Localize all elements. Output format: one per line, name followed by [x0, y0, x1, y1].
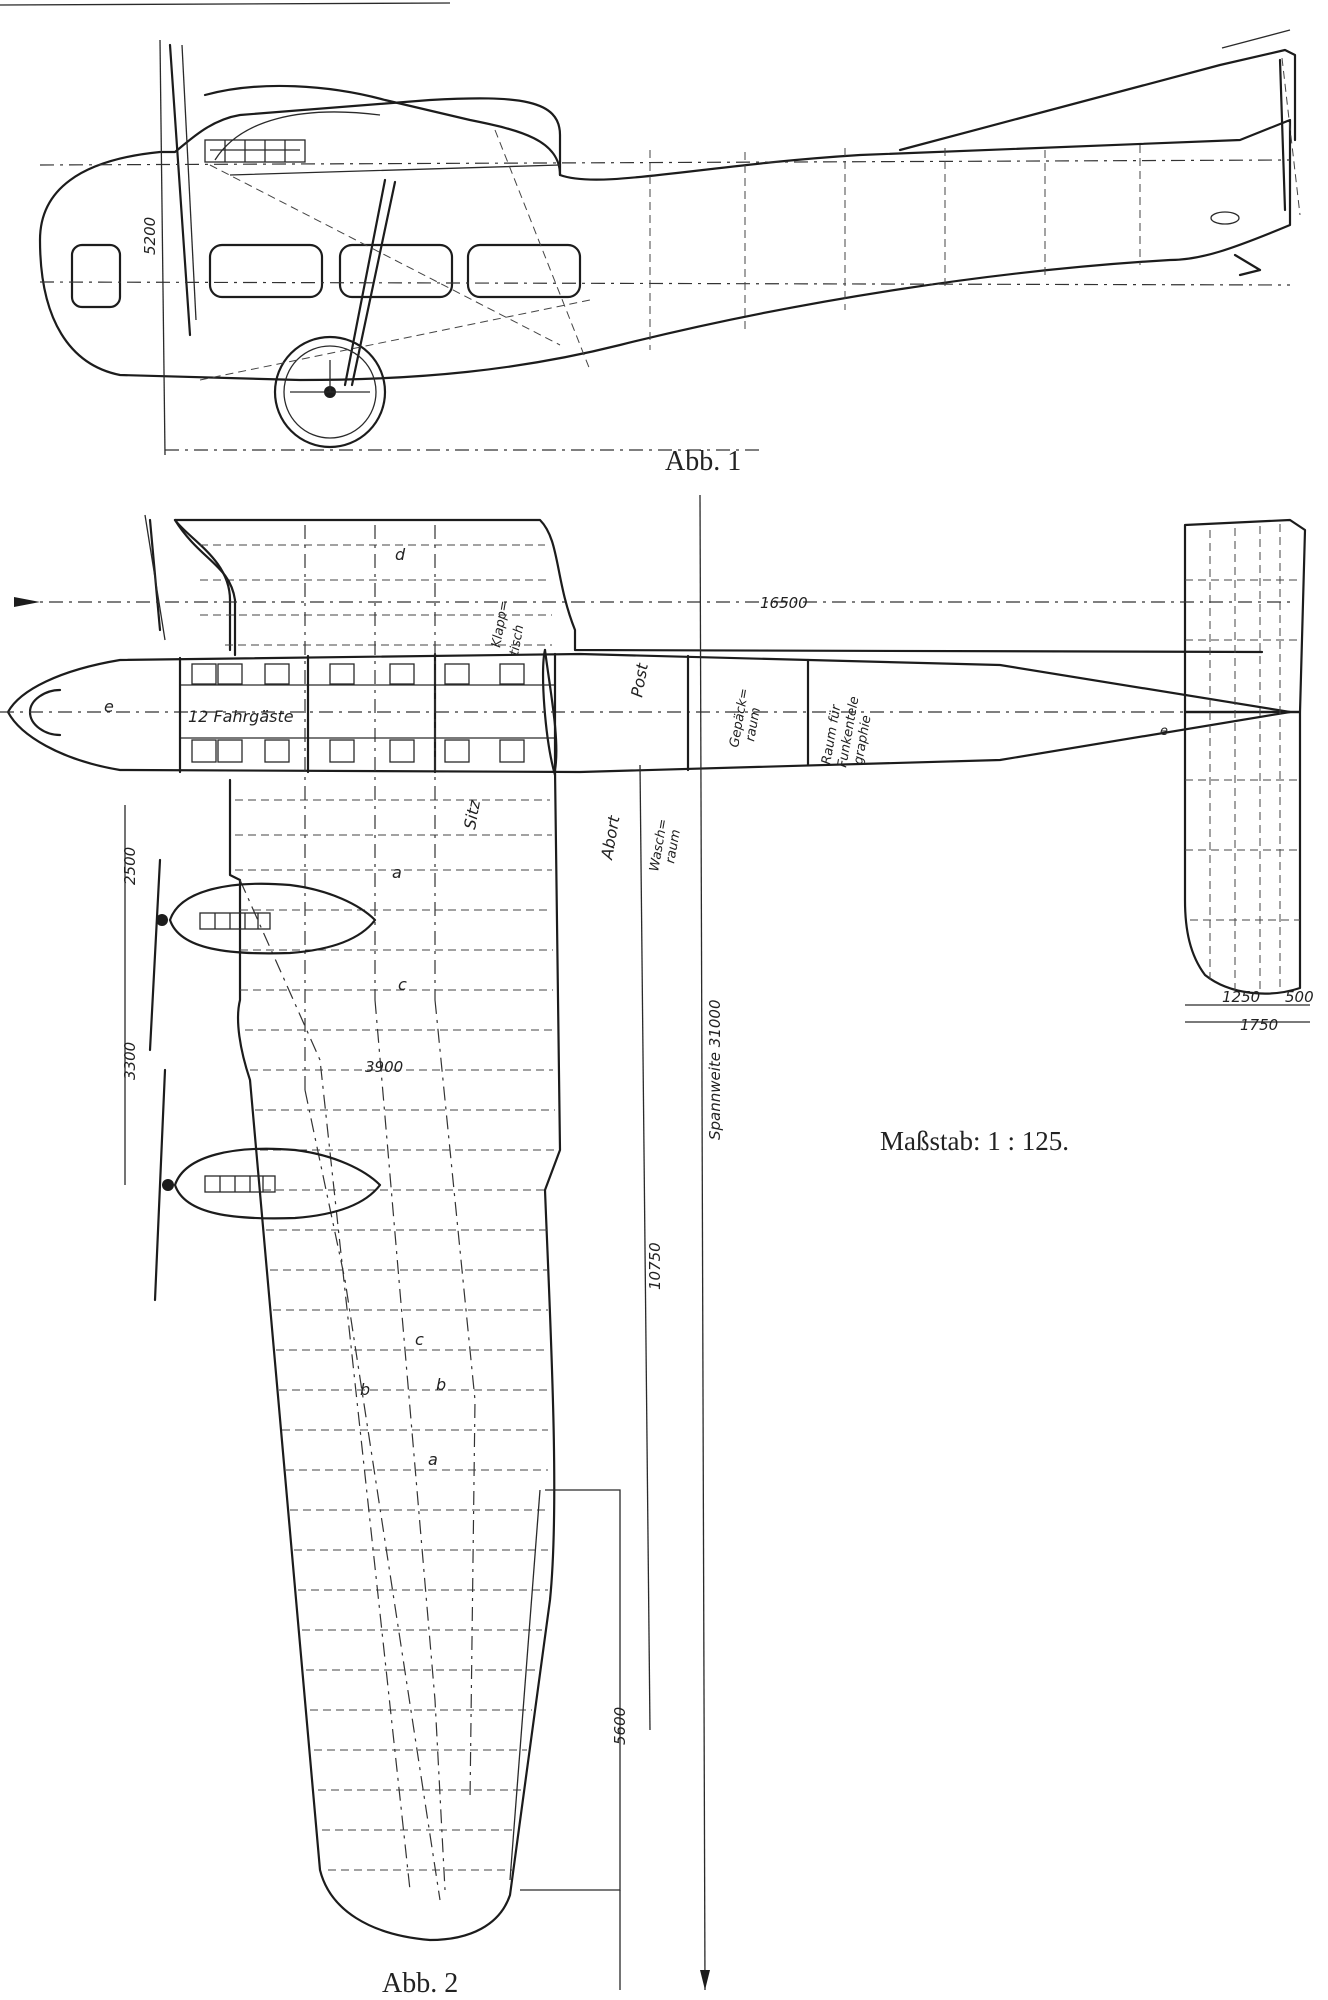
figure-2-caption: Abb. 2: [382, 1968, 458, 1999]
passengers-label: 12 Fahrgäste: [188, 707, 294, 726]
gear-strut-2: [350, 180, 397, 387]
side-frame-lines: [649, 145, 1141, 350]
engine-cylinders: [210, 140, 300, 162]
forward-strut: [144, 514, 166, 641]
figure-1-caption: Abb. 1: [665, 446, 741, 477]
wing-ribs: [200, 544, 555, 1871]
propeller-1: [148, 858, 162, 1052]
spar-c-label-2: c: [415, 1330, 424, 1349]
spar-e-label-2: e: [1160, 724, 1168, 739]
tail-dimension-3: 1750: [1240, 1016, 1278, 1034]
length-dimension: 16500: [760, 594, 808, 612]
nacelle-offset-dimension: 2500: [121, 847, 139, 885]
plan-view: 16500 2500 3300 3900 Spannweite 31000 10…: [0, 494, 1314, 1999]
scale-caption: Maßstab: 1 : 125.: [880, 1126, 1069, 1156]
outer-panel-dimension: 5600: [611, 1707, 629, 1745]
side-reference-mid: [39, 281, 1291, 286]
tailplane-lower: [1183, 710, 1302, 995]
inner-span-dim-line: [639, 764, 651, 1731]
spar-b-label-1: b: [360, 1380, 370, 1399]
aileron: [520, 1489, 621, 1891]
propeller-blade-edge: [181, 44, 197, 321]
nacelle-1: [168, 882, 377, 955]
cabin-window-3: [466, 243, 582, 299]
spar-e-label-1: e: [104, 697, 114, 716]
nose-window: [70, 243, 122, 309]
folding-table-label-2: tisch: [507, 624, 527, 657]
engine-block: [204, 139, 306, 163]
wash-label-2: raum: [663, 828, 684, 864]
cabin-window-2: [338, 243, 454, 299]
seats-lower-row: [191, 739, 525, 763]
tail-dimension-1: 1250: [1222, 988, 1260, 1006]
height-dim-line: [159, 39, 166, 456]
baggage-label-2: raum: [743, 706, 764, 742]
fuselage-side-outline: [38, 97, 1292, 382]
nose-cap: [28, 688, 62, 737]
spar-b-label-2: b: [436, 1375, 446, 1394]
main-wheel-inner: [283, 345, 377, 439]
top-rule: [0, 2, 451, 6]
propeller-2: [153, 1068, 167, 1302]
cockpit-canopy: [203, 84, 562, 177]
tailplane-upper: [1183, 518, 1307, 714]
rudder-hinge: [1281, 57, 1301, 216]
wing-spars: [239, 525, 476, 1901]
spar-c-label-1: c: [398, 975, 407, 994]
span-dimension: Spannweite 31000: [706, 999, 724, 1140]
span-dim-line: [699, 494, 706, 1991]
wing-root-upper: [173, 518, 237, 657]
vertical-tail: [898, 48, 1297, 212]
height-dimension: 5200: [141, 217, 159, 255]
nacelle-1-cylinders: [199, 912, 271, 930]
seats-upper-row: [191, 663, 525, 685]
cabin-window-1: [208, 243, 324, 299]
toilet-label: Abort: [597, 814, 624, 862]
side-view: 5200 Abb. 1: [38, 29, 1301, 477]
nacelle-2-cylinders: [204, 1175, 276, 1193]
post-label: Post: [627, 661, 652, 699]
side-reference-upper: [39, 159, 1291, 166]
side-bracing: [199, 129, 591, 381]
rudder-top: [1221, 29, 1291, 49]
gear-axle: [290, 360, 370, 393]
tailplane-root: [1210, 211, 1240, 225]
nacelle-2: [173, 1147, 382, 1220]
tail-dimension-2: 500: [1285, 988, 1314, 1006]
aileron-line: [509, 1489, 541, 1881]
propeller-blade: [168, 43, 192, 337]
tail-skid: [1233, 253, 1262, 277]
length-dim-arrow: [14, 597, 40, 607]
spar-d-label: d: [395, 545, 406, 564]
chord-dimension: 3900: [365, 1058, 403, 1076]
span-arrow-bottom: [700, 1970, 710, 1990]
spar-a-label-2: a: [428, 1450, 438, 1469]
spinner-1: [156, 914, 168, 926]
spar-a-label-1: a: [392, 863, 402, 882]
inner-span-dimension: 10750: [646, 1242, 664, 1290]
wing-root-trailing: [541, 648, 557, 777]
tailplane-ribs: [1185, 524, 1300, 992]
spinner-2: [162, 1179, 174, 1191]
main-wheel: [273, 335, 387, 449]
engine-spacing-dimension: 3300: [121, 1042, 139, 1080]
canopy-frame: [214, 111, 561, 176]
seat-label: Sitz: [460, 798, 484, 831]
